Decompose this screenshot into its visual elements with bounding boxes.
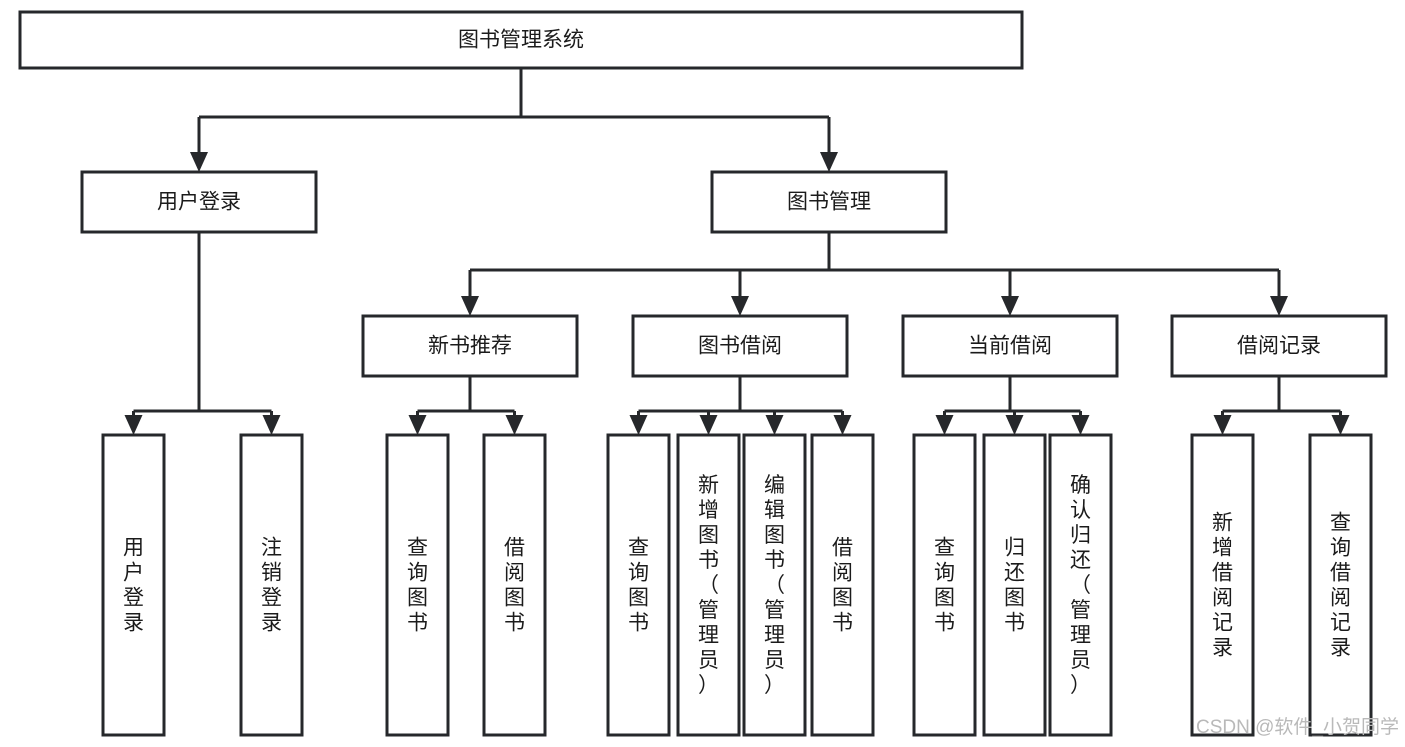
node-label: 图书管理系统 [458,29,584,52]
node-box[interactable] [385,433,450,737]
node-box[interactable] [676,433,741,737]
node-box[interactable] [631,314,849,378]
node-label: 确认归还（管理员） [1070,474,1091,697]
node-box[interactable] [482,433,547,737]
node-label: 当前借阅 [968,335,1052,358]
node-box[interactable] [912,433,977,737]
connector-arrowhead [1001,296,1019,316]
node-label: 用户登录 [157,191,241,214]
node-l-query-book-3[interactable]: 查询图书 [912,433,977,737]
node-label: 借阅图书 [832,537,853,635]
connector-arrowhead [1071,415,1090,435]
node-l-user-login[interactable]: 用户登录 [101,433,166,737]
node-label: 查询图书 [628,537,649,635]
connector-arrowhead [935,415,954,435]
node-label: 用户登录 [123,537,144,635]
connector-arrowhead [1331,415,1350,435]
node-box[interactable] [1048,433,1113,737]
connector-arrowhead [765,415,784,435]
connector-arrowhead [1270,296,1288,316]
connector-group-n-book-manage [461,232,1288,316]
node-box[interactable] [80,170,318,234]
node-box[interactable] [982,433,1047,737]
node-l-logout[interactable]: 注销登录 [239,433,304,737]
connector-arrowhead [190,152,208,172]
node-label: 编辑图书（管理员） [764,474,785,697]
csdn-watermark: CSDN @软件_小贺同学 [1196,716,1399,738]
node-root[interactable]: 图书管理系统 [18,10,1024,70]
node-n-new-book-rec[interactable]: 新书推荐 [361,314,579,378]
node-box[interactable] [361,314,579,378]
node-box[interactable] [18,10,1024,70]
node-box[interactable] [810,433,875,737]
connector-arrowhead [699,415,718,435]
node-l-query-record[interactable]: 查询借阅记录 [1308,433,1373,737]
node-box[interactable] [101,433,166,737]
node-box[interactable] [239,433,304,737]
connector-layer [124,68,1350,435]
node-l-return-book[interactable]: 归还图书 [982,433,1047,737]
node-label: 归还图书 [1004,537,1025,635]
node-l-borrow-book-2[interactable]: 借阅图书 [810,433,875,737]
node-label: 查询借阅记录 [1330,512,1351,660]
node-l-add-book[interactable]: 新增图书（管理员） [676,433,741,737]
node-box[interactable] [901,314,1119,378]
connector-arrowhead [833,415,852,435]
connector-group-root [190,68,838,172]
node-box[interactable] [1170,314,1388,378]
node-label: 图书管理 [787,191,871,214]
connector-arrowhead [1005,415,1024,435]
node-label: 图书借阅 [698,335,782,358]
connector-group-n-borrow-record [1213,376,1350,435]
node-l-query-book-2[interactable]: 查询图书 [606,433,671,737]
connector-arrowhead [505,415,524,435]
node-layer: 图书管理系统用户登录图书管理新书推荐图书借阅当前借阅借阅记录用户登录注销登录查询… [18,10,1388,737]
node-label: 查询图书 [407,537,428,635]
node-label: 查询图书 [934,537,955,635]
node-l-query-book-1[interactable]: 查询图书 [385,433,450,737]
node-label: 新增借阅记录 [1212,512,1233,660]
node-box[interactable] [606,433,671,737]
node-l-add-record[interactable]: 新增借阅记录 [1190,433,1255,737]
connector-arrowhead [1213,415,1232,435]
connector-group-n-new-book-rec [408,376,524,435]
connector-group-n-current-borrow [935,376,1090,435]
connector-group-n-book-borrow [629,376,852,435]
node-label: 借阅图书 [504,537,525,635]
connector-arrowhead [408,415,427,435]
connector-arrowhead [820,152,838,172]
node-n-borrow-record[interactable]: 借阅记录 [1170,314,1388,378]
connector-arrowhead [461,296,479,316]
node-label: 新增图书（管理员） [698,474,719,697]
node-box[interactable] [710,170,948,234]
connector-group-n-user-login [124,232,281,435]
node-box[interactable] [742,433,807,737]
node-n-current-borrow[interactable]: 当前借阅 [901,314,1119,378]
node-n-book-manage[interactable]: 图书管理 [710,170,948,234]
node-label: 新书推荐 [428,335,512,358]
node-label: 借阅记录 [1237,335,1321,358]
node-box[interactable] [1308,433,1373,737]
node-n-user-login[interactable]: 用户登录 [80,170,318,234]
node-l-edit-book[interactable]: 编辑图书（管理员） [742,433,807,737]
node-l-borrow-book-1[interactable]: 借阅图书 [482,433,547,737]
node-n-book-borrow[interactable]: 图书借阅 [631,314,849,378]
node-box[interactable] [1190,433,1255,737]
node-label: 注销登录 [261,537,282,635]
connector-arrowhead [731,296,749,316]
connector-arrowhead [262,415,281,435]
connector-arrowhead [124,415,143,435]
connector-arrowhead [629,415,648,435]
node-l-confirm-return[interactable]: 确认归还（管理员） [1048,433,1113,737]
